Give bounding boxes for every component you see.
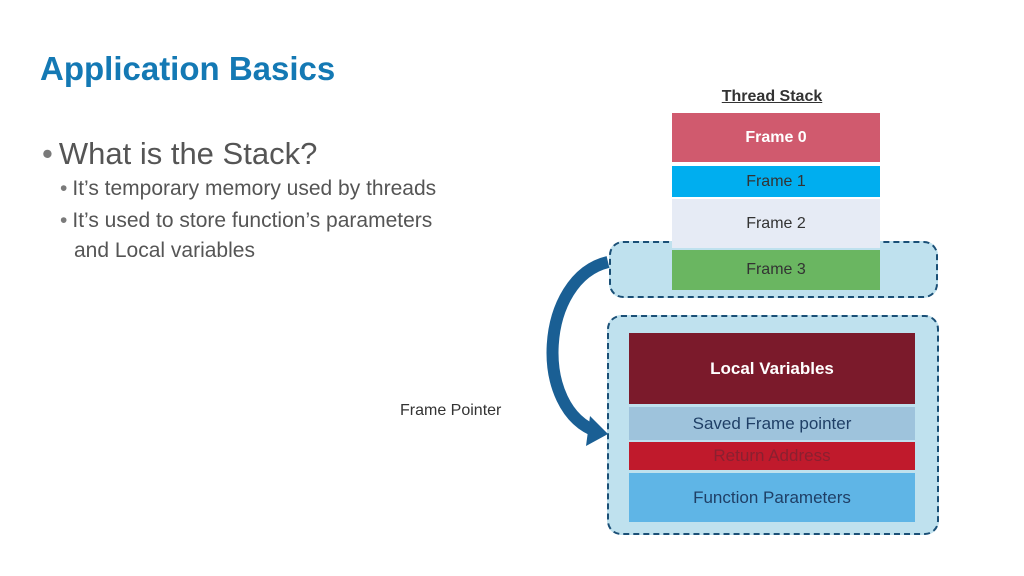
local-variables: Local Variables bbox=[629, 333, 915, 404]
bullet-dot-icon: • bbox=[42, 136, 53, 171]
return-address: Return Address bbox=[629, 442, 915, 470]
bullet-dot-icon: • bbox=[60, 177, 68, 200]
bullet-sub-1: •It’s temporary memory used by threads bbox=[60, 174, 436, 204]
bullet-dot-icon: • bbox=[60, 209, 68, 232]
bullet-sub-2-line1: It’s used to store function’s parameters bbox=[72, 209, 433, 232]
bullet-main-text: What is the Stack? bbox=[58, 136, 318, 171]
saved-frame-pointer: Saved Frame pointer bbox=[629, 407, 915, 440]
frame-0: Frame 0 bbox=[672, 113, 880, 162]
bullet-sub-2-line2: and Local variables bbox=[74, 239, 255, 262]
thread-stack-title: Thread Stack bbox=[721, 88, 823, 105]
frame-3: Frame 3 bbox=[672, 250, 880, 290]
frame-2: Frame 2 bbox=[672, 199, 880, 248]
bullet-main: •What is the Stack? bbox=[42, 136, 317, 172]
frame-pointer-label: Frame Pointer bbox=[400, 402, 502, 419]
bullet-sub-1-text: It’s temporary memory used by threads bbox=[72, 177, 437, 200]
function-parameters: Function Parameters bbox=[629, 473, 915, 522]
bullet-sub-2: •It’s used to store function’s parameter… bbox=[60, 206, 432, 266]
slide-title: Application Basics bbox=[40, 50, 336, 87]
frame-1: Frame 1 bbox=[672, 166, 880, 197]
